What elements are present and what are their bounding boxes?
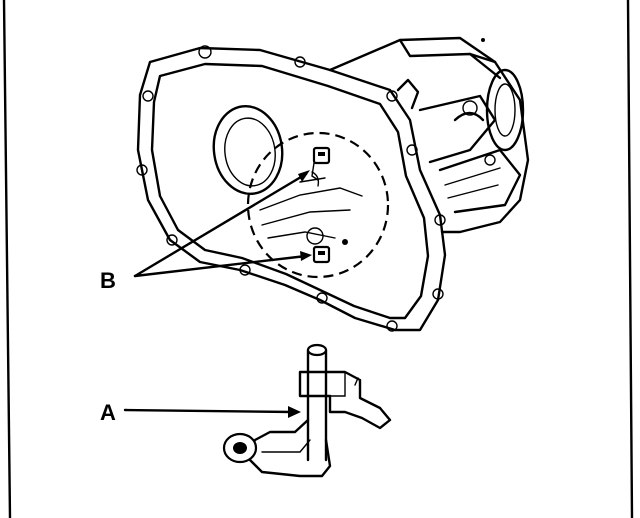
bolts-b: [311, 146, 331, 264]
bolt-upper: [311, 146, 331, 181]
extension-housing: [328, 36, 530, 234]
dashed-detail-circle: [246, 131, 390, 279]
label-a: A: [100, 400, 116, 425]
bell-housing-inner-rim: [150, 62, 430, 320]
flange-bolts: [136, 45, 446, 332]
shift-rod: [306, 348, 328, 462]
leader-a: [123, 406, 301, 418]
bolt-lower: [312, 245, 331, 264]
lever-arm: [246, 418, 332, 478]
transmission-case: [136, 36, 530, 332]
shift-fork-assembly: [222, 343, 392, 478]
bell-housing-flange: [136, 46, 447, 332]
label-b: B: [100, 268, 116, 293]
input-shaft-opening: [212, 104, 284, 196]
leader-b: [133, 170, 312, 278]
